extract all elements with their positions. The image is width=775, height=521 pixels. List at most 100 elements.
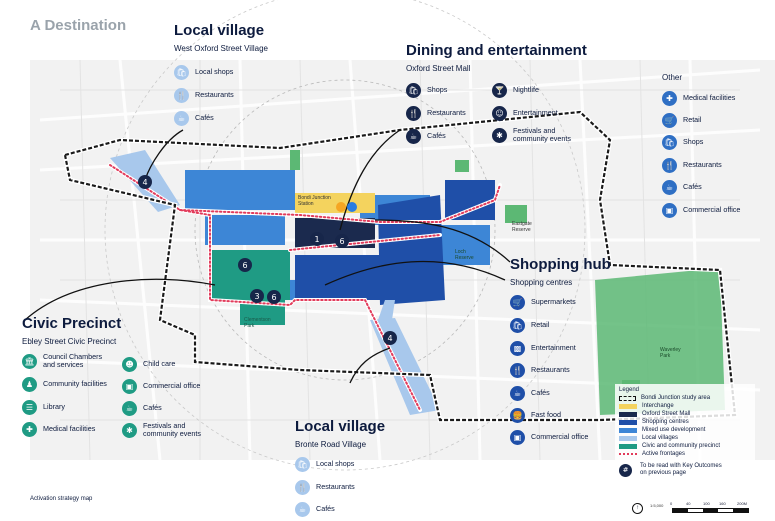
marker-4-south: 4 — [383, 331, 397, 345]
list-item: 🍴Restaurants — [662, 158, 722, 173]
marker-6-civic: 6 — [238, 258, 252, 272]
list-item: ☻Child care — [122, 357, 175, 372]
restaurant-icon: 🍴 — [295, 480, 310, 495]
medical-cross-icon: ✚ — [22, 422, 37, 437]
list-item: ▣Commercial office — [122, 379, 200, 394]
list-item: 🏛Council Chambers and services — [22, 352, 102, 370]
legend-item: Oxford Street Mall — [619, 411, 690, 417]
marker-1: 1 — [310, 232, 324, 246]
civic-subtitle: Ebley Street Civic Precinct — [22, 337, 117, 346]
list-item: 🛍Retail — [510, 318, 549, 333]
scale-tick: 160 — [719, 501, 726, 506]
list-item: 🍸Nightlife — [492, 83, 539, 98]
shopping-bag-icon: 🛍 — [174, 65, 189, 80]
list-item: 🛍Shops — [662, 135, 703, 150]
page-title: A Destination — [30, 17, 127, 34]
marker-6-mall: 6 — [335, 234, 349, 248]
retail-bag-icon: 🛒 — [662, 113, 677, 128]
marker-4-west: 4 — [138, 175, 152, 189]
legend-item: Shopping centres — [619, 419, 689, 425]
park-label-clementson: Clementson Park — [244, 317, 271, 329]
legend-item: Civic and community precinct — [619, 443, 720, 449]
list-item: ✱Festivals and community events — [492, 126, 571, 144]
list-item: ▣Commercial office — [510, 430, 588, 445]
list-item: ☕Cafés — [122, 401, 162, 416]
medical-cross-icon: ✚ — [662, 91, 677, 106]
station-label: Bondi Junction Station — [298, 195, 331, 207]
list-item: 🛍Local shops — [174, 65, 233, 80]
restaurant-icon: 🍴 — [174, 88, 189, 103]
office-icon: ▣ — [510, 430, 525, 445]
marker-3: 3 — [250, 289, 264, 303]
dining-subtitle: Oxford Street Mall — [406, 64, 471, 73]
scale-tick: 40 — [686, 501, 691, 506]
scale-tick: 0 — [670, 501, 673, 506]
legend-panel — [615, 384, 755, 494]
list-item: 🍴Restaurants — [510, 363, 570, 378]
cafe-icon: ☕ — [122, 401, 137, 416]
list-item: ▣Commercial office — [662, 203, 740, 218]
theatre-masks-icon: ☺ — [492, 106, 507, 121]
shopping-bag-icon: 🛍 — [406, 83, 421, 98]
park-label-loch: Loch Reserve — [455, 249, 474, 261]
list-item: 🛍Shops — [406, 83, 447, 98]
office-icon: ▣ — [122, 379, 137, 394]
other-title: Other — [662, 73, 683, 82]
council-building-icon: 🏛 — [22, 353, 37, 369]
legend-item: Bondi Junction study area — [619, 395, 710, 401]
cafe-icon: ☕ — [406, 129, 421, 144]
legend-item: #To be read with Key Outcomes on previou… — [619, 463, 722, 477]
list-item: 🛍Local shops — [295, 457, 354, 472]
list-item: ☕Cafés — [174, 111, 214, 126]
local-village-bronte-subtitle: Bronte Road Village — [295, 440, 367, 449]
scale-tick: 200M — [737, 501, 748, 506]
list-item: ▩Entertainment — [510, 341, 576, 356]
restaurant-icon: 🍴 — [662, 158, 677, 173]
cafe-icon: ☕ — [662, 180, 677, 195]
ticket-icon: ▩ — [510, 341, 525, 356]
list-item: ☕Cafés — [510, 386, 550, 401]
park-green — [290, 150, 300, 170]
legend-item: Local villages — [619, 435, 678, 441]
restaurant-icon: 🍴 — [406, 106, 421, 121]
local-village-bronte-title: Local village — [295, 418, 386, 435]
list-item: 🍴Restaurants — [406, 106, 466, 121]
list-item: ✚Medical facilities — [662, 91, 735, 106]
shopping-hub-title: Shopping hub — [510, 256, 611, 273]
legend-item: Mixed use development — [619, 427, 705, 433]
list-item: 🍴Restaurants — [295, 480, 355, 495]
list-item: ☕Cafés — [662, 180, 702, 195]
festival-icon: ✱ — [492, 127, 507, 143]
list-item: ✱Festivals and community events — [122, 421, 201, 439]
cocktail-icon: 🍸 — [492, 83, 507, 98]
list-item: ☰Library — [22, 400, 65, 415]
list-item: 🛒Supermarkets — [510, 295, 576, 310]
park-label-eastgate: Eastgate Reserve — [512, 221, 532, 233]
local-village-west-subtitle: West Oxford Street Village — [174, 44, 268, 53]
list-item: 🛒Retail — [662, 113, 701, 128]
shopping-hub-subtitle: Shopping centres — [510, 278, 573, 287]
list-item: ✚Medical facilities — [22, 422, 95, 437]
local-village-west-title: Local village — [174, 22, 265, 39]
scale-ratio: 1:5,000 — [650, 503, 664, 508]
retail-bag-icon: 🛍 — [510, 318, 525, 333]
list-item: ♟Community facilities — [22, 377, 107, 392]
park-label-waverley: Waverley Park — [660, 347, 681, 359]
marker-6-park: 6 — [267, 290, 281, 304]
festival-icon: ✱ — [122, 422, 137, 438]
community-people-icon: ♟ — [22, 377, 37, 392]
legend-item: Active frontages — [619, 451, 685, 457]
legend-item: Interchange — [619, 403, 674, 409]
list-item: ☕Cafés — [406, 129, 446, 144]
list-item: 🍔Fast food — [510, 408, 561, 423]
office-icon: ▣ — [662, 203, 677, 218]
fast-food-icon: 🍔 — [510, 408, 525, 423]
scale-bar — [672, 508, 749, 513]
shopping-cart-icon: 🛒 — [510, 295, 525, 310]
cafe-icon: ☕ — [174, 111, 189, 126]
north-arrow-icon: ↑ — [632, 503, 643, 514]
list-item: ☕Cafés — [295, 502, 335, 517]
legend-title: Legend — [619, 387, 640, 393]
map-caption: Activation strategy map — [30, 496, 93, 502]
